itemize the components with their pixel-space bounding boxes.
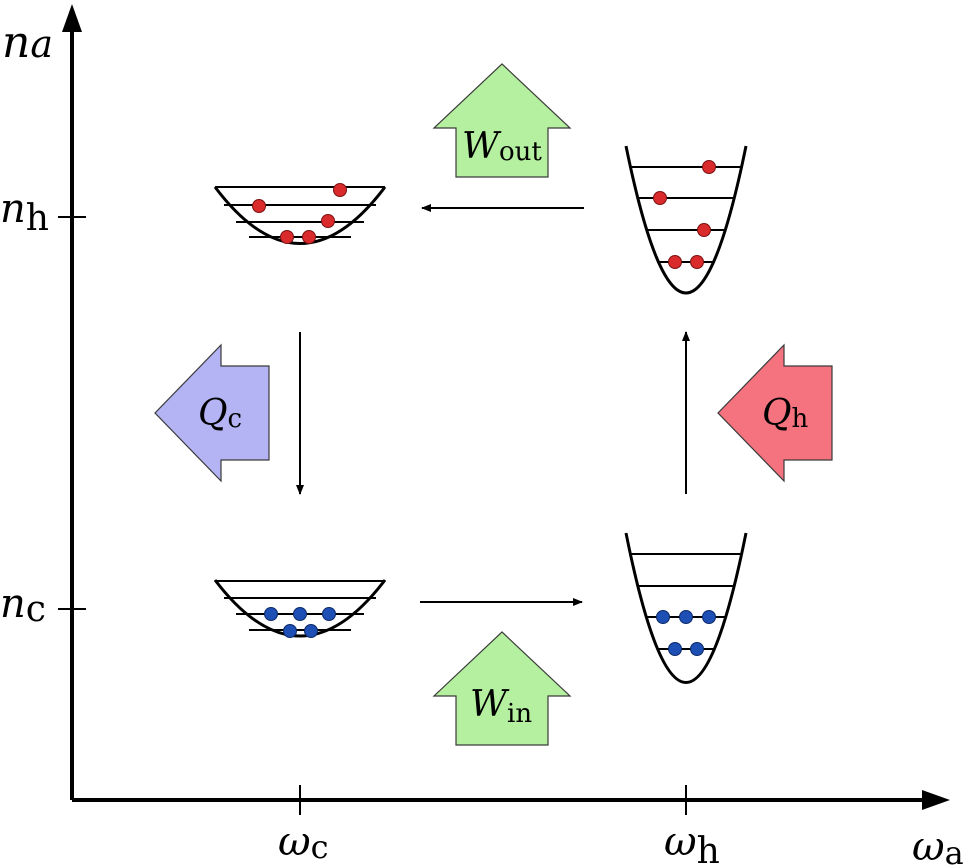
particles-cold (264, 607, 336, 638)
potential-well (624, 532, 748, 684)
state-bottom-left-wide-cold (213, 579, 387, 638)
particle (690, 255, 704, 269)
particle (679, 610, 693, 624)
particle (322, 607, 336, 621)
x-axis-label: ωa (912, 824, 964, 868)
particle (702, 610, 716, 624)
potential-well (624, 145, 748, 295)
y-tick-label-n-h: nh (0, 186, 49, 239)
y-tick-label-n-c: nc (0, 581, 46, 630)
particles-hot (252, 183, 347, 244)
state-bottom-right-narrow-cold (624, 532, 748, 684)
y-axis-label: na (2, 17, 53, 68)
particle (702, 160, 716, 174)
work-in-arrow: Win (432, 631, 572, 746)
particle (656, 610, 670, 624)
heat-hot-label: Qh (762, 393, 809, 434)
particle (304, 624, 318, 638)
x-tick-label-omega-c: ωc (278, 819, 329, 866)
particle (668, 255, 682, 269)
heat-cold-label: Qc (198, 393, 242, 434)
particle (690, 642, 704, 656)
particles-hot (653, 160, 716, 269)
x-tick-label-omega-h: ωh (664, 819, 720, 868)
heat-hot-arrow: Qh (717, 343, 833, 483)
y-axis-arrowhead (62, 4, 82, 32)
potential-well (213, 579, 387, 638)
work-out-label: Wout (462, 126, 542, 167)
heat-cold-arrow: Qc (154, 343, 270, 483)
particle (333, 183, 347, 197)
particle (252, 199, 266, 213)
particle (668, 642, 682, 656)
state-top-right-narrow-hot (624, 145, 748, 295)
work-out-arrow: Wout (432, 63, 572, 178)
particle (293, 607, 307, 621)
particle (280, 230, 294, 244)
particle (697, 223, 711, 237)
particle (321, 214, 335, 228)
particle (264, 607, 278, 621)
particle (283, 624, 297, 638)
particles-cold (656, 610, 716, 656)
potential-well (213, 186, 387, 245)
state-top-left-wide-hot (213, 183, 387, 245)
x-axis-arrowhead (922, 790, 950, 810)
particle (653, 191, 667, 205)
particle (302, 230, 316, 244)
work-in-label: Win (470, 684, 532, 729)
